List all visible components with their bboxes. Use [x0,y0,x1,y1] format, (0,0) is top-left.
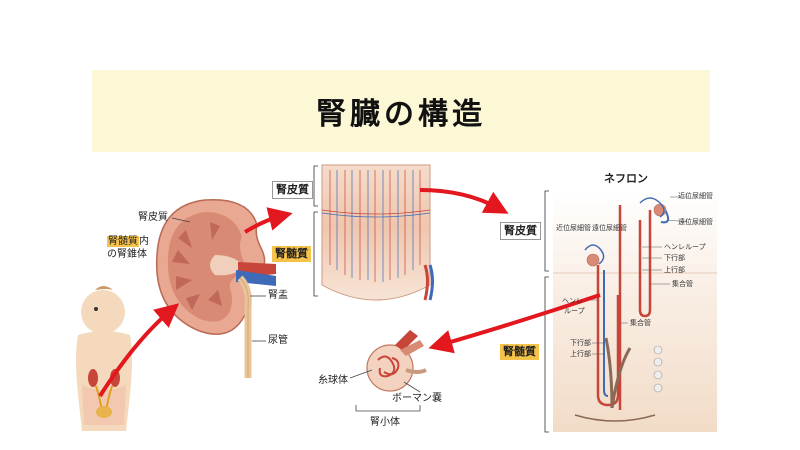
nephron-panel [553,190,717,432]
arrow-child-to-kidney [98,303,180,398]
label-henle-loop-right: ヘンレループ [664,243,706,251]
tissue-section [321,164,434,301]
ureter-label: 尿管 [268,335,288,346]
label-proximal-tubule-left: 近位尿細管 [556,224,591,232]
kidney-pyramid-label: の腎錐体 [107,249,147,260]
arrow-nephron-to-corpuscle [428,293,601,354]
tissue-cortex-tag: 腎皮質 [272,181,313,199]
glomerulus-label: 糸球体 [318,375,348,386]
label-descending-left: 下行部 [570,339,591,347]
label-collecting-duct-right: 集合管 [672,280,693,288]
renal-corpuscle [366,330,427,392]
label-distal-tubule-mid: 遠位尿細管 [592,224,627,232]
nephron-cortex-tag: 腎皮質 [500,222,541,240]
nephron-title: ネフロン [604,172,648,185]
renal-pelvis-label: 腎盂 [268,290,288,301]
child-hair [95,286,113,290]
child-bladder [96,406,112,418]
bowman-capsule-label: ボーマン嚢 [392,393,442,404]
label-ascending-left: 上行部 [570,350,591,358]
label-henle-left-2: ループ [564,307,585,315]
kidney-illustration [155,198,276,378]
renal-corpuscle-label: 腎小体 [370,417,400,428]
kidney-medulla-label: 腎髄質内 [107,236,149,247]
nephron-medulla-tag: 腎髄質 [500,344,539,360]
title-banner: 腎臓の構造 [92,70,710,152]
label-proximal-tubule-top: 近位尿細管 [678,192,713,200]
arrow-kidney-to-tissue [243,207,293,234]
child-head [81,290,125,334]
child-figure [76,286,132,431]
kidney-cortex-label: 腎皮質 [138,212,168,223]
arrow-tissue-to-nephron [419,188,509,214]
label-distal-tubule-right: 遠位尿細管 [678,218,713,226]
page-title: 腎臓の構造 [316,97,486,132]
child-kidney-left [88,369,98,387]
label-collecting-duct-mid: 集合管 [630,319,651,327]
medulla-highlight: 腎髄質 [107,236,139,247]
flow-arrows [98,188,601,398]
label-descending-right: 下行部 [664,254,685,262]
label-ascending-right: 上行部 [664,266,685,274]
tissue-medulla-tag: 腎髄質 [272,246,311,262]
label-henle-left-1: ヘンレ [562,297,583,305]
